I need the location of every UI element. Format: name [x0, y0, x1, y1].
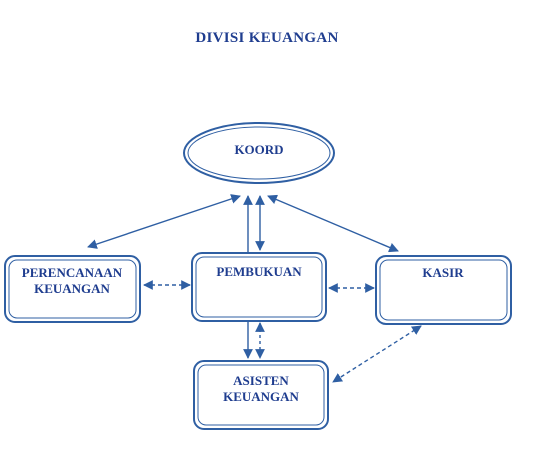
node-perencanaan-keuangan: PERENCANAAN KEUANGAN [4, 255, 141, 323]
node-perencanaan-label-line2: KEUANGAN [34, 281, 110, 296]
connector-koord-perencanaan [87, 194, 241, 249]
node-asisten-label-line2: KEUANGAN [223, 389, 299, 404]
connector-koord-kasir [267, 194, 399, 253]
node-pembukuan: PEMBUKUAN [191, 252, 327, 322]
node-pembukuan-label: PEMBUKUAN [216, 264, 302, 279]
node-perencanaan-label-line1: PERENCANAAN [22, 265, 123, 280]
node-asisten-label-line1: ASISTEN [233, 373, 289, 388]
node-koord: KOORD [183, 122, 335, 184]
node-kasir: KASIR [375, 255, 512, 325]
connector-kasir-asisten [332, 325, 422, 383]
node-kasir-label: KASIR [422, 265, 464, 280]
node-koord-label: KOORD [234, 142, 283, 157]
page-title: DIVISI KEUANGAN [195, 30, 339, 46]
node-asisten-keuangan: ASISTEN KEUANGAN [193, 360, 329, 430]
